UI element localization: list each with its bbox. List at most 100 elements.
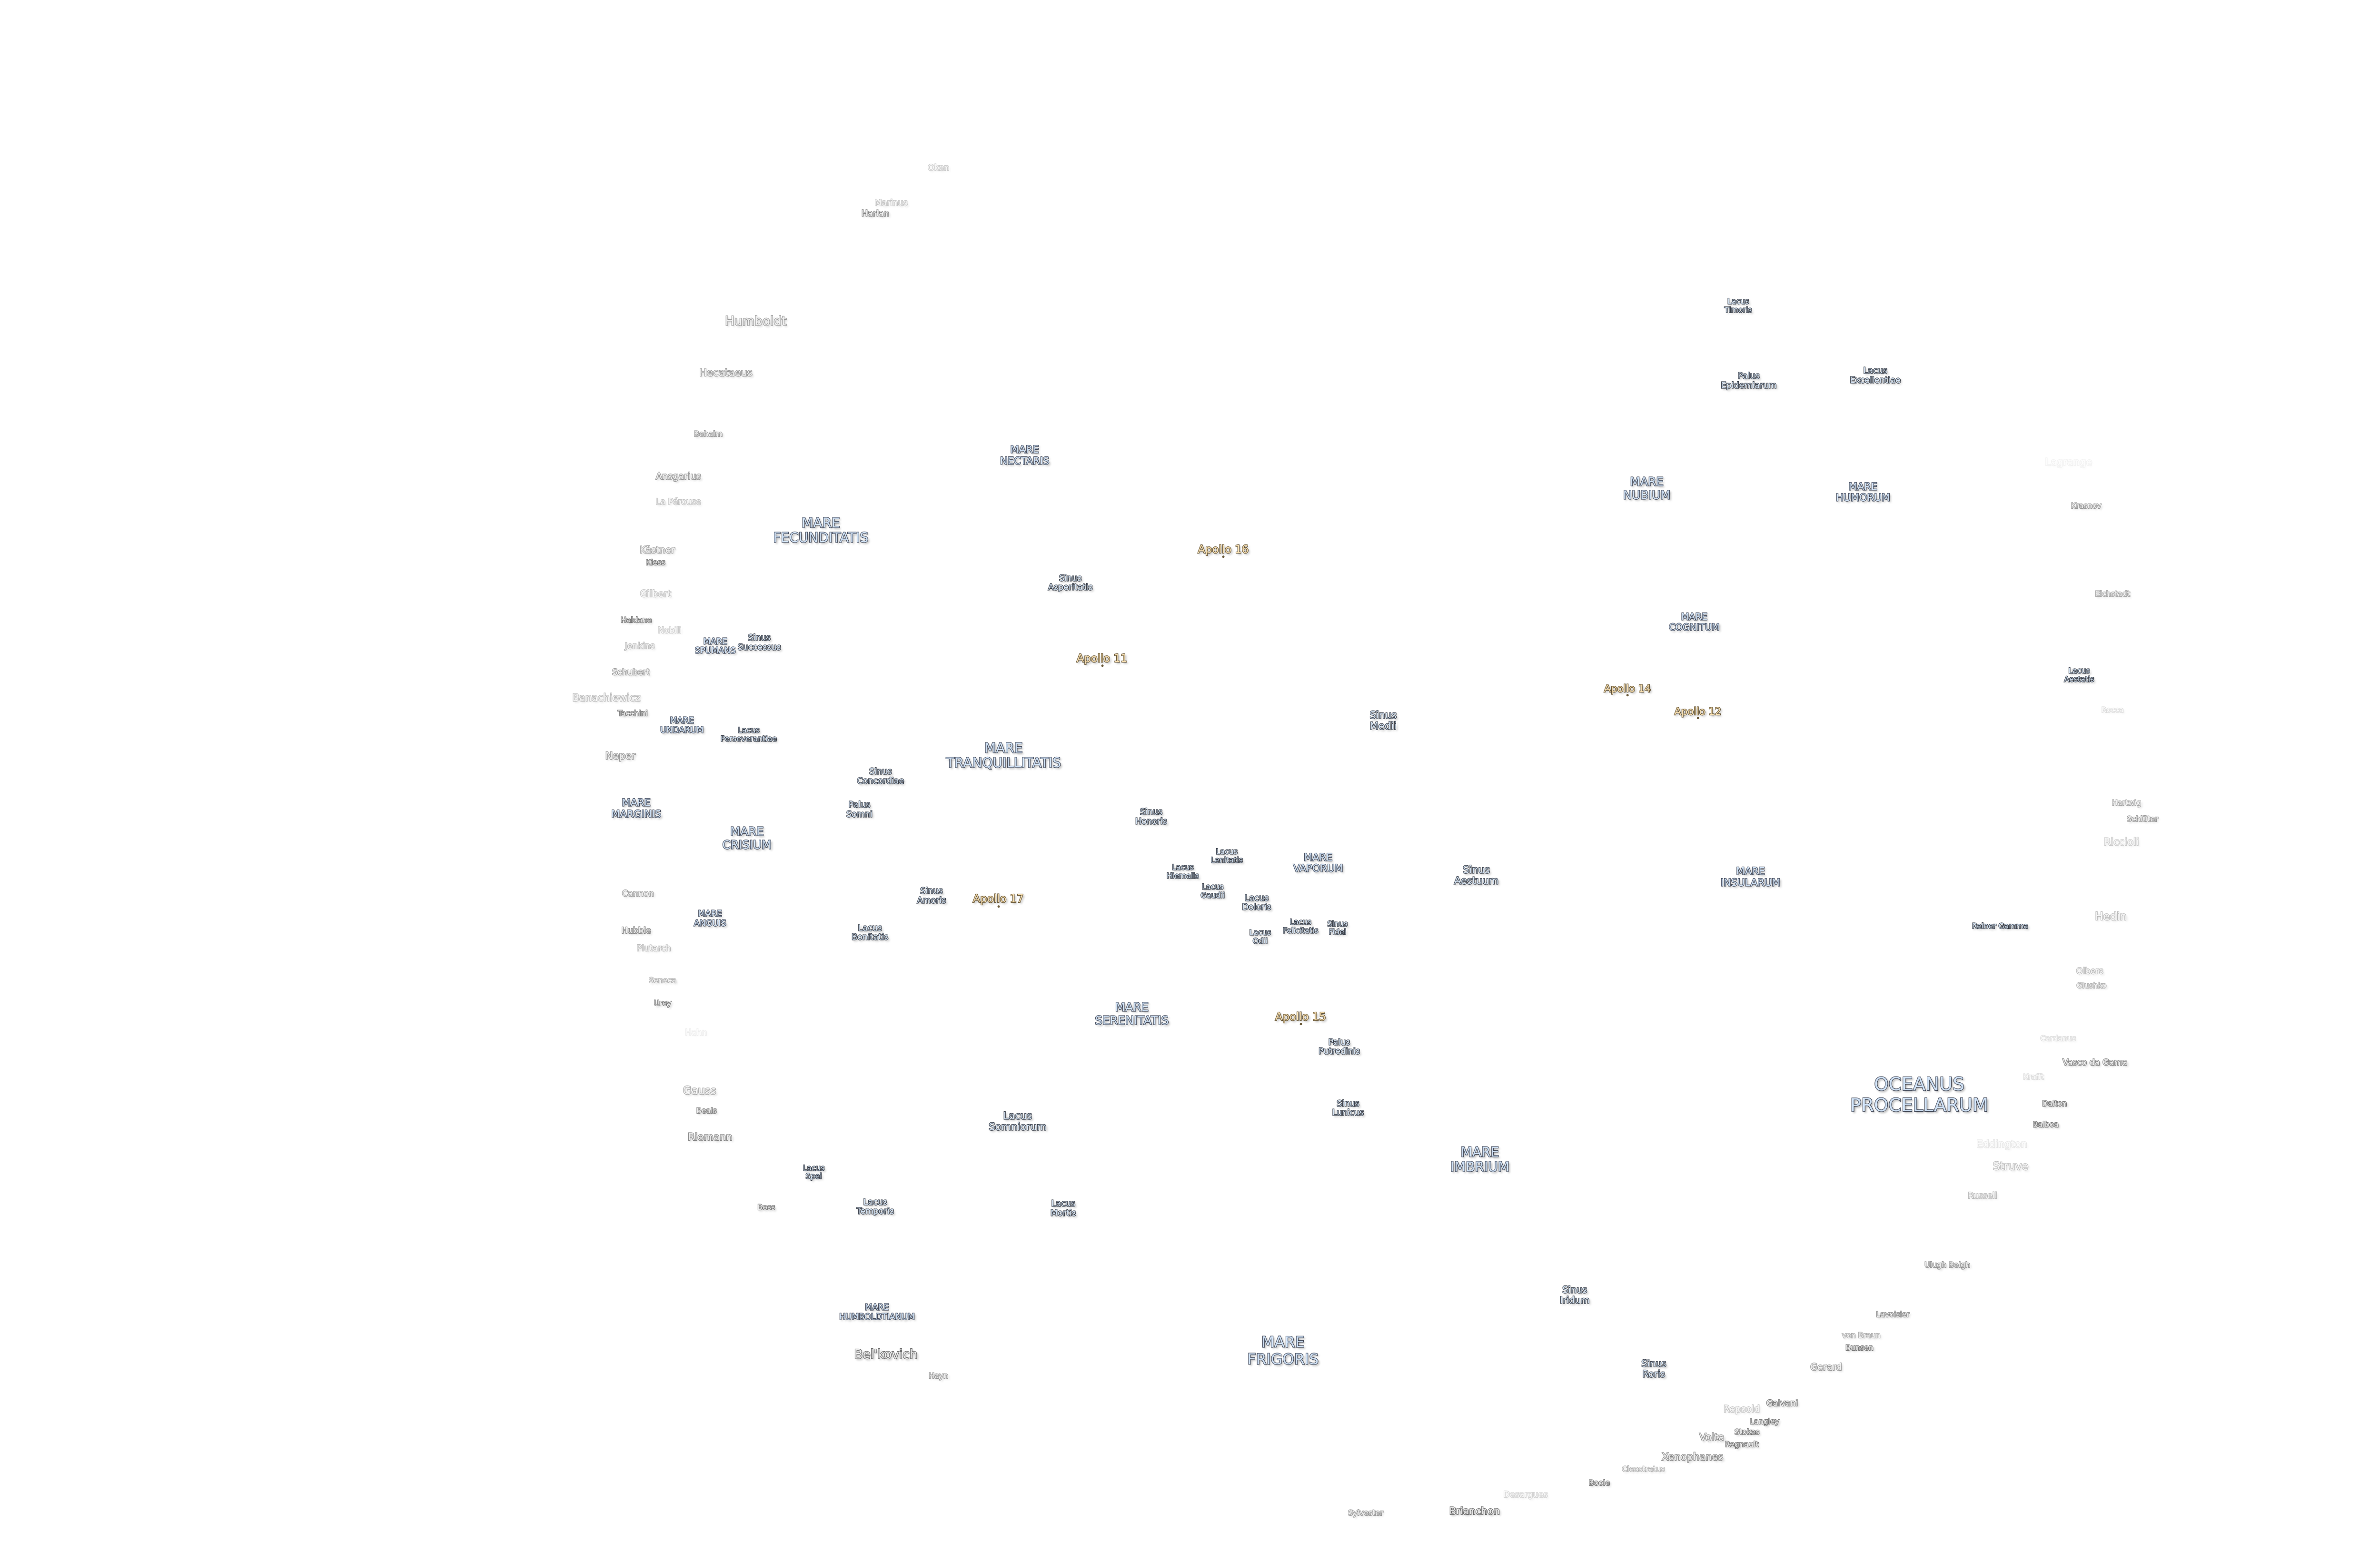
crater-label: Repsold [1723, 1404, 1760, 1415]
crater-label: Harlan [861, 209, 890, 219]
feature-label: Lacus Somniorum [988, 1109, 1047, 1133]
crater-label: Galvani [1766, 1399, 1798, 1409]
feature-label: Sinus Medii [1369, 709, 1397, 732]
crater-label: Oken [927, 163, 950, 173]
crater-label: von Braun [1842, 1331, 1881, 1340]
crater-label: Bel'kovich [853, 1347, 918, 1362]
feature-label: Palus Putredinis [1318, 1037, 1360, 1057]
mare-label: MARE SPUMANS [694, 636, 736, 656]
crater-label: Marinus [874, 198, 908, 208]
crater-label: Nobili [657, 625, 682, 635]
crater-label: Haldane [620, 615, 652, 625]
mare-label: MARE FECUNDITATIS [773, 515, 869, 546]
feature-label: Lacus Perseverantiae [720, 725, 777, 743]
apollo-label: Apollo 16 [1197, 543, 1249, 558]
feature-label: Sinus Aestuum [1454, 863, 1499, 887]
crater-label: Lagrange [2044, 456, 2092, 468]
mare-label: MARE NECTARIS [1000, 443, 1050, 467]
crater-label: Schubert [612, 668, 650, 678]
feature-label: Sinus Roris [1641, 1358, 1666, 1380]
crater-label: Schlüter [2126, 814, 2159, 824]
feature-label: Palus Somni [846, 800, 873, 820]
feature-label: Lacus Lenitatis [1210, 847, 1243, 865]
mare-label: MARE HUMBOLDTIANUM [839, 1303, 915, 1323]
apollo-label: Apollo 14 [1604, 682, 1651, 696]
crater-label: Xenophanes [1661, 1451, 1724, 1463]
crater-label: Gerard [1810, 1361, 1843, 1373]
crater-label: Eichstadt [2094, 589, 2130, 599]
crater-label: Lavoisier [1875, 1310, 1910, 1319]
feature-label: Sinus Asperitatis [1048, 573, 1093, 593]
crater-label: Sylvester [1348, 1508, 1384, 1518]
mare-label: MARE FRIGORIS [1247, 1334, 1319, 1368]
mare-label: MARE MARGINIS [611, 796, 662, 820]
feature-label: Lacus Mortis [1050, 1199, 1077, 1219]
mare-label: MARE IMBRIUM [1450, 1144, 1510, 1175]
crater-label: Plutarch [636, 943, 672, 954]
feature-label: Sinus Concordiae [856, 766, 904, 786]
crater-label: Tacchini [617, 709, 648, 718]
crater-label: Kiess [645, 557, 666, 567]
crater-label: Bunsen [1845, 1343, 1874, 1353]
crater-label: Hecataeus [699, 366, 753, 378]
crater-label: Riccioli [2103, 835, 2140, 848]
crater-label: Eddington [1976, 1137, 2028, 1150]
feature-label: Palus Epidemiarum [1720, 371, 1777, 391]
crater-label: Kästner [639, 544, 675, 555]
crater-label: Struve [1993, 1160, 2029, 1173]
crater-label: Humboldt [724, 314, 787, 329]
feature-label: Lacus Hiemalis [1166, 862, 1200, 880]
crater-label: Boss [757, 1202, 775, 1212]
mare-label: MARE HUMORUM [1835, 480, 1891, 504]
feature-label: Lacus Temporis [856, 1197, 894, 1217]
feature-label: Lacus Doloris [1241, 893, 1271, 913]
crater-label: Gauss [683, 1085, 717, 1097]
crater-label: Regnault [1725, 1440, 1759, 1449]
feature-label: Lacus Bonitatis [851, 923, 889, 943]
crater-label: Hartwig [2112, 798, 2142, 808]
feature-label: Reiner Gamma [1972, 921, 2029, 931]
crater-label: Rocca [2101, 705, 2124, 715]
feature-label: Lacus Gaudii [1200, 882, 1225, 900]
crater-label: Stokes [1734, 1427, 1760, 1437]
crater-label: Hayn [928, 1371, 949, 1381]
mare-label: MARE COGNITUM [1668, 611, 1720, 633]
feature-label: Lacus Aestatis [2063, 666, 2094, 684]
crater-label: Ansgarius [655, 470, 702, 482]
crater-label: Hedin [2094, 910, 2127, 923]
crater-label: Russell [1967, 1191, 1997, 1201]
apollo-label: Apollo 17 [972, 893, 1024, 908]
crater-label: Glushko [2076, 981, 2107, 990]
crater-label: Cannon [622, 889, 654, 899]
crater-label: Neper [605, 749, 636, 761]
crater-label: Urey [654, 998, 672, 1008]
feature-label: Lacus Odii [1249, 928, 1272, 946]
crater-label: Ulugh Beigh [1924, 1260, 1971, 1270]
feature-label: Sinus Honoris [1135, 807, 1168, 827]
mare-label: MARE ANGUIS [694, 909, 727, 929]
crater-label: Dalton [2042, 1098, 2067, 1108]
mare-label: MARE SERENITATIS [1094, 1000, 1169, 1028]
crater-label: Vasco da Gama [2062, 1058, 2128, 1068]
apollo-label: Apollo 11 [1076, 652, 1128, 667]
crater-label: Volta [1699, 1431, 1725, 1443]
apollo-label: Apollo 12 [1674, 705, 1722, 719]
mare-label: MARE VAPORUM [1293, 851, 1344, 874]
mare-label: MARE CRISIUM [722, 824, 772, 852]
crater-label: Brianchon [1449, 1505, 1500, 1517]
crater-label: Beals [696, 1106, 717, 1115]
crater-label: Hubble [621, 926, 651, 936]
feature-label: Sinus Amoris [916, 886, 946, 906]
feature-label: Sinus Lunicus [1332, 1098, 1365, 1118]
feature-label: Sinus Iridum [1559, 1284, 1590, 1306]
crater-label: Cardanus [2040, 1034, 2076, 1043]
feature-label: Lacus Excellentiae [1849, 366, 1901, 386]
mare-label: OCEANUS PROCELLARUM [1850, 1074, 1989, 1116]
crater-label: Boole [1588, 1478, 1610, 1488]
crater-label: Hahn [684, 1028, 707, 1038]
feature-label: Sinus Fidei [1327, 919, 1348, 937]
crater-label: Gilbert [639, 588, 671, 600]
mare-label: MARE NUBIUM [1623, 474, 1671, 502]
crater-label: Banachiewicz [572, 692, 641, 704]
crater-label: Seneca [648, 976, 677, 985]
